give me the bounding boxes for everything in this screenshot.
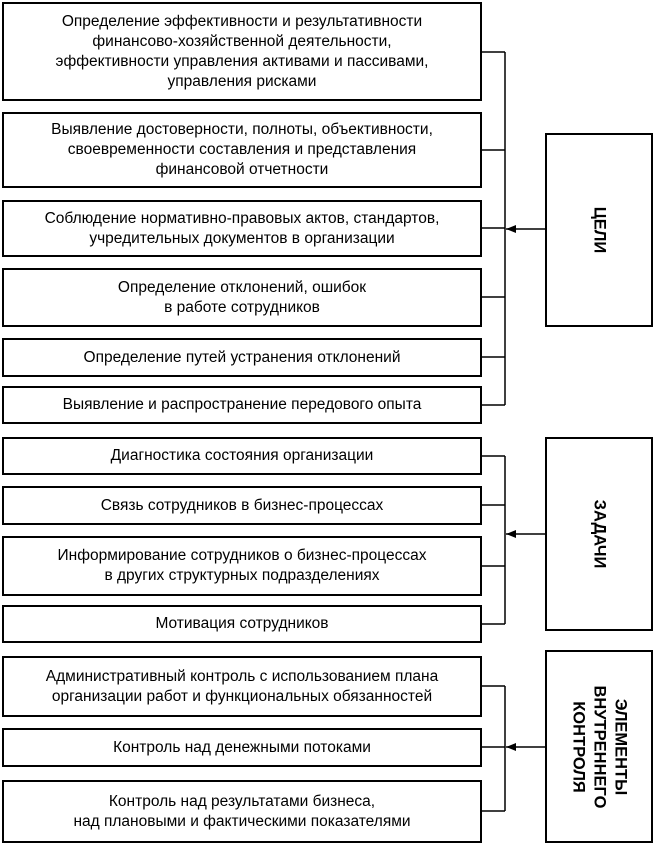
goal-box-2-line-2: своевременности составления и представле…: [67, 141, 417, 158]
element-box-3: Контроль над результатами бизнеса, над п…: [2, 780, 482, 843]
goal-box-1-line-4: управления рисками: [167, 72, 317, 90]
element-box-1-line-2: организации работ и функциональных обяза…: [51, 687, 433, 705]
task-box-3-line-2: в других структурных подразделениях: [104, 567, 380, 584]
tasks-label-line-1: ЗАДАЧИ: [590, 499, 609, 569]
task-box-4: Мотивация сотрудников: [2, 605, 482, 643]
element-box-1-line-1: Административный контроль с использовани…: [45, 667, 439, 685]
element-box-2: Контроль над денежными потоками: [2, 728, 482, 767]
goal-box-5-line-1: Определение путей устранения отклонений: [83, 348, 401, 366]
task-box-2: Связь сотрудников в бизнес-процессах: [2, 486, 482, 525]
element-box-3-line-1: Контроль над результатами бизнеса,: [108, 792, 376, 810]
task-box-3: Информирование сотрудников о бизнес-проц…: [2, 536, 482, 596]
task-box-3-line-1: Информирование сотрудников о бизнес-проц…: [57, 547, 427, 564]
tasks-arrow-head: [506, 530, 516, 538]
elements-arrow-head: [506, 743, 516, 751]
goal-box-4-line-1: Определение отклонений, ошибок: [117, 278, 367, 296]
elements-label-line-1: ЭЛЕМЕНТЫ: [611, 698, 630, 795]
element-box-1: Административный контроль с использовани…: [2, 656, 482, 717]
elements-label: ЭЛЕМЕНТЫ ВНУТРЕННЕГО КОНТРОЛЯ: [568, 685, 631, 808]
goal-box-2-line-1: Выявление достоверности, полноты, объект…: [51, 121, 433, 138]
task-box-1: Диагностика состояния организации: [2, 437, 482, 475]
goal-box-1-line-2: финансово-хозяйственной деятельности,: [92, 32, 392, 50]
goals-label: ЦЕЛИ: [589, 207, 610, 254]
goals-arrow-head: [506, 225, 516, 233]
elements-label-box: ЭЛЕМЕНТЫ ВНУТРЕННЕГО КОНТРОЛЯ: [545, 650, 653, 843]
goal-box-5: Определение путей устранения отклонений: [2, 338, 482, 377]
goals-label-line-1: ЦЕЛИ: [590, 206, 609, 254]
goal-box-2-line-3: финансовой отчетности: [155, 161, 329, 178]
tasks-label-box: ЗАДАЧИ: [545, 437, 653, 631]
goal-box-6: Выявление и распространение передового о…: [2, 386, 482, 424]
goal-box-6-line-1: Выявление и распространение передового о…: [62, 396, 422, 413]
elements-label-line-3: КОНТРОЛЯ: [569, 700, 588, 793]
tasks-label: ЗАДАЧИ: [589, 500, 610, 569]
element-box-3-line-2: над плановыми и фактическими показателям…: [73, 812, 411, 830]
goal-box-1-line-1: Определение эффективности и результативн…: [61, 12, 423, 30]
task-box-2-line-1: Связь сотрудников в бизнес-процессах: [100, 496, 384, 514]
task-box-1-line-1: Диагностика состояния организации: [110, 447, 374, 464]
goal-box-3-line-2: учредительных документов в организации: [89, 229, 395, 247]
goal-box-4: Определение отклонений, ошибок в работе …: [2, 268, 482, 327]
goal-box-3-line-1: Соблюдение нормативно-правовых актов, ст…: [44, 209, 440, 227]
goal-box-1: Определение эффективности и результативн…: [2, 2, 482, 101]
task-box-4-line-1: Мотивация сотрудников: [155, 615, 329, 632]
goals-label-box: ЦЕЛИ: [545, 133, 653, 327]
goal-box-1-line-3: эффективности управления активами и пасс…: [55, 52, 429, 70]
element-box-2-line-1: Контроль над денежными потоками: [113, 738, 371, 756]
goal-box-4-line-2: в работе сотрудников: [164, 298, 320, 316]
goal-box-3: Соблюдение нормативно-правовых актов, ст…: [2, 200, 482, 257]
elements-label-line-2: ВНУТРЕННЕГО: [590, 685, 609, 808]
goal-box-2: Выявление достоверности, полноты, объект…: [2, 112, 482, 188]
